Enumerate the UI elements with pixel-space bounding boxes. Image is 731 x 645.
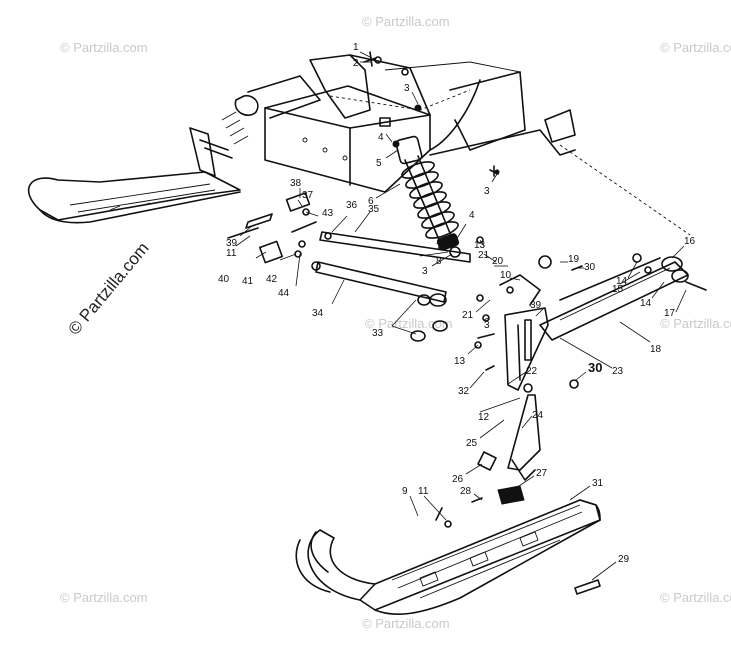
callout-18: 18 xyxy=(650,344,662,355)
callout-36: 36 xyxy=(346,200,358,211)
callout-1: 1 xyxy=(353,42,359,53)
coil-spring xyxy=(401,161,459,239)
callout-4: 4 xyxy=(378,132,384,143)
callout-20: 20 xyxy=(492,256,504,267)
spindle-assembly xyxy=(474,253,707,481)
leader-lines xyxy=(235,51,687,581)
bulkhead-frame xyxy=(264,54,691,236)
callout-21: 21 xyxy=(478,250,490,261)
callout-23: 23 xyxy=(612,366,624,377)
callout-12: 12 xyxy=(478,412,490,423)
callout-7: 7 xyxy=(436,242,442,253)
callout-43: 43 xyxy=(322,208,334,219)
callout-21: 21 xyxy=(462,310,474,321)
callout-labels: 1 2 3 4 5 6 3 38 37 36 35 43 39 11 40 41… xyxy=(218,42,696,565)
callout-2: 2 xyxy=(353,58,359,69)
callout-19: 19 xyxy=(568,254,580,265)
callout-26: 26 xyxy=(452,474,464,485)
callout-3: 3 xyxy=(422,266,428,277)
callout-17: 17 xyxy=(664,308,676,319)
watermark-text: © Partzilla.com xyxy=(60,590,148,605)
callout-28: 28 xyxy=(460,486,472,497)
callout-4: 4 xyxy=(469,210,475,221)
watermark-text: © Partzilla.com xyxy=(660,590,731,605)
callout-31: 31 xyxy=(592,478,604,489)
callout-32: 32 xyxy=(458,386,470,397)
callout-10: 10 xyxy=(500,270,512,281)
upper-hardware xyxy=(363,51,500,244)
callout-42: 42 xyxy=(266,274,278,285)
callout-3: 3 xyxy=(484,320,490,331)
callout-39: 39 xyxy=(226,238,238,249)
callout-9: 9 xyxy=(402,486,408,497)
callout-30: 30 xyxy=(588,360,602,375)
watermark-text: © Partzilla.com xyxy=(365,316,453,331)
callout-30: 30 xyxy=(584,262,596,273)
callout-14: 14 xyxy=(616,276,628,287)
callout-27: 27 xyxy=(536,468,548,479)
callout-14: 14 xyxy=(640,298,652,309)
callout-44: 44 xyxy=(278,288,290,299)
callout-11: 11 xyxy=(226,248,237,259)
callout-11: 11 xyxy=(418,486,429,497)
callout-35: 35 xyxy=(368,204,380,215)
watermark-main: © Partzilla.com xyxy=(65,239,153,339)
watermark-text: © Partzilla.com xyxy=(660,316,731,331)
callout-3: 3 xyxy=(404,83,410,94)
main-ski xyxy=(295,497,601,615)
callout-6: 6 xyxy=(368,196,374,207)
shock-absorber xyxy=(395,135,461,258)
callout-37: 37 xyxy=(302,190,314,201)
callout-13: 13 xyxy=(474,240,486,251)
watermark-text: © Partzilla.com xyxy=(60,40,148,55)
callout-39: 39 xyxy=(530,300,542,311)
callout-22: 22 xyxy=(526,366,538,377)
callout-38: 38 xyxy=(290,178,302,189)
callout-29: 29 xyxy=(618,554,630,565)
callout-33: 33 xyxy=(372,328,384,339)
callout-24: 24 xyxy=(532,410,544,421)
callout-34: 34 xyxy=(312,308,324,319)
callout-40: 40 xyxy=(218,274,230,285)
callout-15: 15 xyxy=(612,284,624,295)
ski-saddle xyxy=(497,485,525,505)
left-ski-assembly xyxy=(27,75,321,224)
callout-16: 16 xyxy=(684,236,696,247)
radius-rod-assembly xyxy=(311,231,471,342)
watermark-text: © Partzilla.com xyxy=(362,616,450,631)
callout-8: 8 xyxy=(436,256,442,267)
watermark-text: © Partzilla.com xyxy=(362,14,450,29)
callout-3: 3 xyxy=(484,186,490,197)
callout-25: 25 xyxy=(466,438,478,449)
callout-13: 13 xyxy=(454,356,466,367)
bracket-hardware xyxy=(227,192,317,264)
callout-41: 41 xyxy=(242,276,254,287)
callout-5: 5 xyxy=(376,158,382,169)
watermark-text: © Partzilla.com xyxy=(660,40,731,55)
